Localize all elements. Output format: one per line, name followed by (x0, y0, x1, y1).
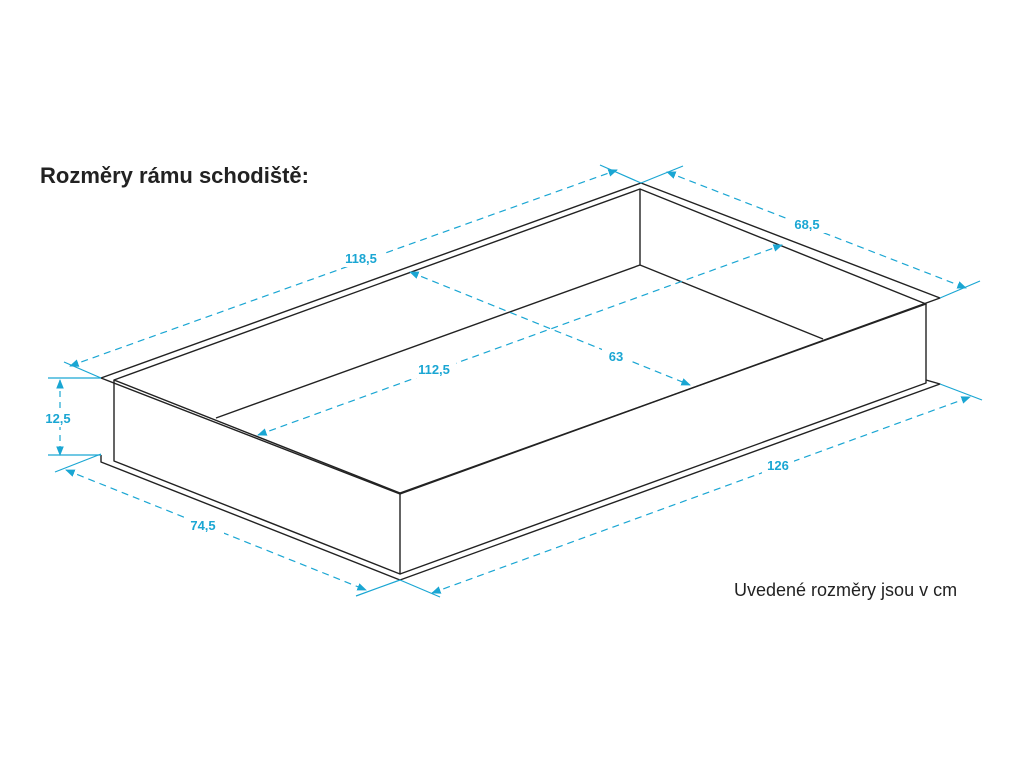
frame-box (100, 182, 941, 581)
base-plinth (100, 379, 941, 581)
label-bottom-length: 126 (767, 458, 789, 473)
front-right-face (399, 304, 927, 575)
label-inner-width: 63 (609, 349, 623, 364)
dim-line-top-length (69, 169, 618, 367)
label-top-width: 68,5 (794, 217, 819, 232)
inner-top-rim (113, 188, 927, 494)
dim-line-inner-width (409, 271, 691, 386)
label-bottom-width: 74,5 (190, 518, 215, 533)
label-height: 12,5 (45, 411, 70, 426)
dim-line-bottom-length (431, 396, 971, 594)
dimension-labels: 118,5 68,5 112,5 63 12,5 74,5 126 (40, 215, 826, 534)
inner-floor-back-edge (215, 264, 824, 419)
dim-line-inner-length (257, 244, 783, 436)
label-inner-length: 112,5 (418, 362, 450, 377)
label-top-length: 118,5 (345, 251, 377, 266)
